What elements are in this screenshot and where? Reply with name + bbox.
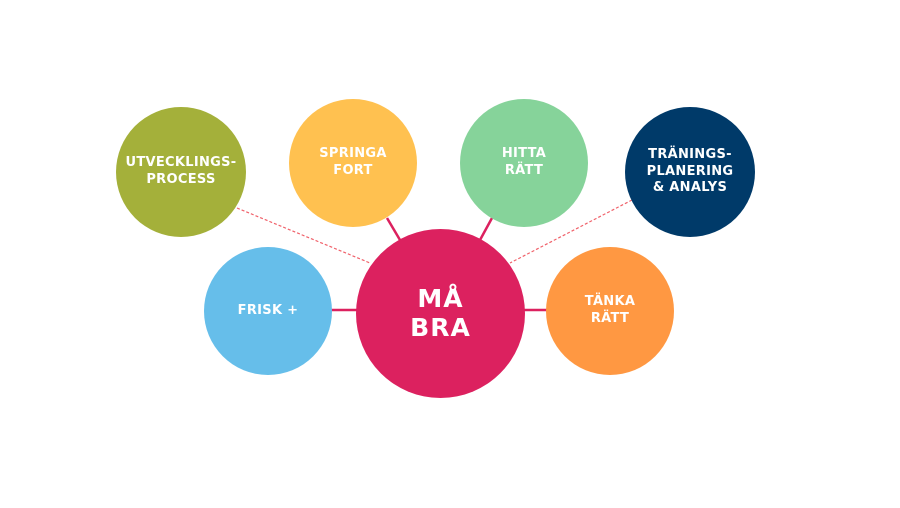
node-hitta-ratt: HITTA RÄTT	[460, 99, 588, 227]
node-frisk-plus: FRISK +	[204, 247, 332, 375]
connector-traningsplanering	[509, 199, 633, 264]
node-traningsplanering: TRÄNINGS- PLANERING & ANALYS	[625, 107, 755, 237]
node-label: TRÄNINGS- PLANERING & ANALYS	[646, 146, 734, 196]
node-utvecklingsprocess: UTVECKLINGS- PROCESS	[116, 107, 246, 237]
node-label: UTVECKLINGS- PROCESS	[125, 155, 237, 187]
connector-utvecklingsprocess	[236, 207, 371, 264]
connector-springa-fort	[385, 217, 402, 241]
node-label: SPRINGA FORT	[319, 146, 387, 178]
node-label: FRISK +	[237, 302, 299, 318]
node-ma-bra-center: MÅ BRA	[356, 229, 525, 398]
node-tanka-ratt: TÄNKA RÄTT	[546, 247, 674, 375]
center-label: MÅ BRA	[410, 283, 471, 342]
node-label: TÄNKA RÄTT	[584, 294, 636, 326]
node-springa-fort: SPRINGA FORT	[289, 99, 417, 227]
connector-hitta-ratt	[478, 217, 494, 241]
node-label: HITTA RÄTT	[501, 146, 547, 178]
